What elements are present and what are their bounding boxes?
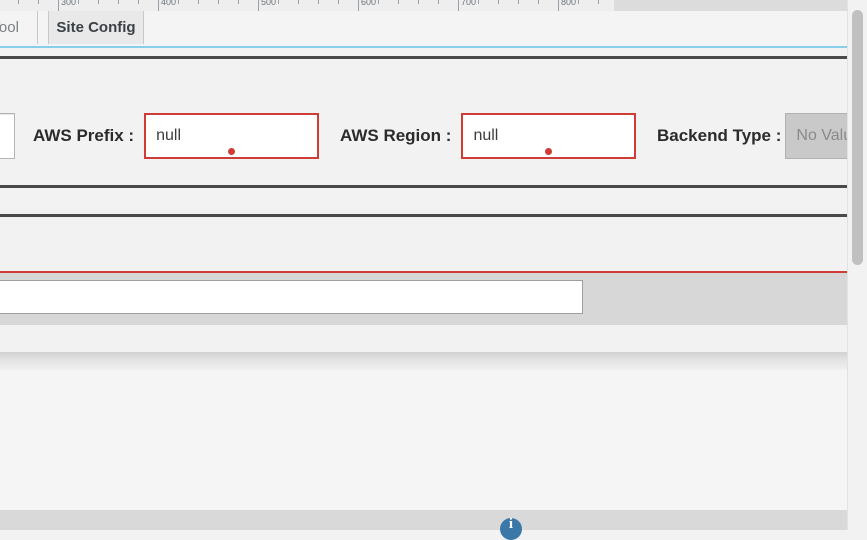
wide-text-input[interactable]: [0, 280, 583, 314]
ruler-minor-tick: [398, 0, 399, 4]
ruler-minor-tick: [518, 0, 519, 4]
panel-below-band: [0, 325, 867, 352]
aws-prefix-label: AWS Prefix :: [33, 126, 135, 145]
ruler-label: 600: [361, 0, 377, 7]
panel-content-area: [0, 370, 867, 510]
ruler-label: 700: [461, 0, 477, 7]
band-empty-lower: [0, 217, 852, 271]
ruler-label: 300: [61, 0, 77, 7]
info-icon-glyph: i: [508, 518, 514, 532]
ruler-minor-tick: [198, 0, 199, 4]
tab-bar: y Tool Site Config: [0, 11, 867, 48]
ruler-minor-tick: [278, 0, 279, 4]
backend-type-label: Backend Type :: [657, 126, 782, 145]
ruler-minor-tick: [78, 0, 79, 4]
ruler-label: 500: [261, 0, 277, 7]
ruler-minor-tick: [598, 0, 599, 4]
ruler-minor-tick: [98, 0, 99, 4]
partial-left-input[interactable]: [0, 113, 15, 159]
ruler-inactive-region: [614, 0, 867, 11]
aws-region-field: AWS Region :: [340, 113, 637, 159]
tab-bar-filler: [145, 11, 848, 44]
tab-deploy-tool[interactable]: y Tool: [0, 11, 38, 44]
search-band: [0, 273, 852, 325]
ruler-minor-tick: [238, 0, 239, 4]
ruler-major-tick: [558, 0, 559, 11]
ruler-minor-tick: [118, 0, 119, 4]
ruler-minor-tick: [318, 0, 319, 4]
ruler-minor-tick: [338, 0, 339, 4]
info-icon[interactable]: i: [500, 518, 522, 540]
vertical-scrollbar[interactable]: [847, 0, 867, 530]
ruler-minor-tick: [498, 0, 499, 4]
backend-type-field: Backend Type : No Value: [657, 113, 867, 159]
aws-region-error-dot: [545, 148, 553, 155]
ruler-major-tick: [258, 0, 259, 11]
aws-region-label: AWS Region :: [340, 126, 452, 145]
separator-mid-upper: [0, 185, 852, 188]
ruler-minor-tick: [538, 0, 539, 4]
band-empty-upper: [0, 188, 852, 214]
tab-site-config[interactable]: Site Config: [48, 11, 144, 44]
aws-prefix-error-dot: [228, 148, 236, 155]
ruler-label: 400: [161, 0, 177, 7]
ruler-minor-tick: [418, 0, 419, 4]
separator-top: [0, 56, 852, 59]
panel-footer: [0, 510, 867, 530]
ruler-minor-tick: [578, 0, 579, 4]
ruler-minor-tick: [438, 0, 439, 4]
ruler-major-tick: [158, 0, 159, 11]
ruler-major-tick: [58, 0, 59, 11]
panel-shadow: [0, 352, 867, 370]
ruler-minor-tick: [138, 0, 139, 4]
ruler-major-tick: [358, 0, 359, 11]
separator-mid-lower: [0, 214, 852, 217]
ruler-minor-tick: [178, 0, 179, 4]
aws-prefix-field: AWS Prefix :: [33, 113, 320, 159]
config-form-row: AWS Prefix : AWS Region : Backend Type :…: [0, 62, 867, 184]
ruler-minor-tick: [38, 0, 39, 4]
ruler-label: 800: [561, 0, 577, 7]
ruler-major-tick: [458, 0, 459, 11]
tab-site-config-label: Site Config: [56, 19, 136, 36]
backend-type-value: No Value: [796, 127, 862, 144]
ruler-minor-tick: [218, 0, 219, 4]
separator-red: [0, 271, 852, 273]
ruler-minor-tick: [478, 0, 479, 4]
ruler-minor-tick: [298, 0, 299, 4]
ruler-minor-tick: [18, 0, 19, 4]
ruler-minor-tick: [378, 0, 379, 4]
vertical-scrollbar-thumb[interactable]: [852, 10, 863, 265]
tab-deploy-tool-label: y Tool: [0, 19, 19, 36]
